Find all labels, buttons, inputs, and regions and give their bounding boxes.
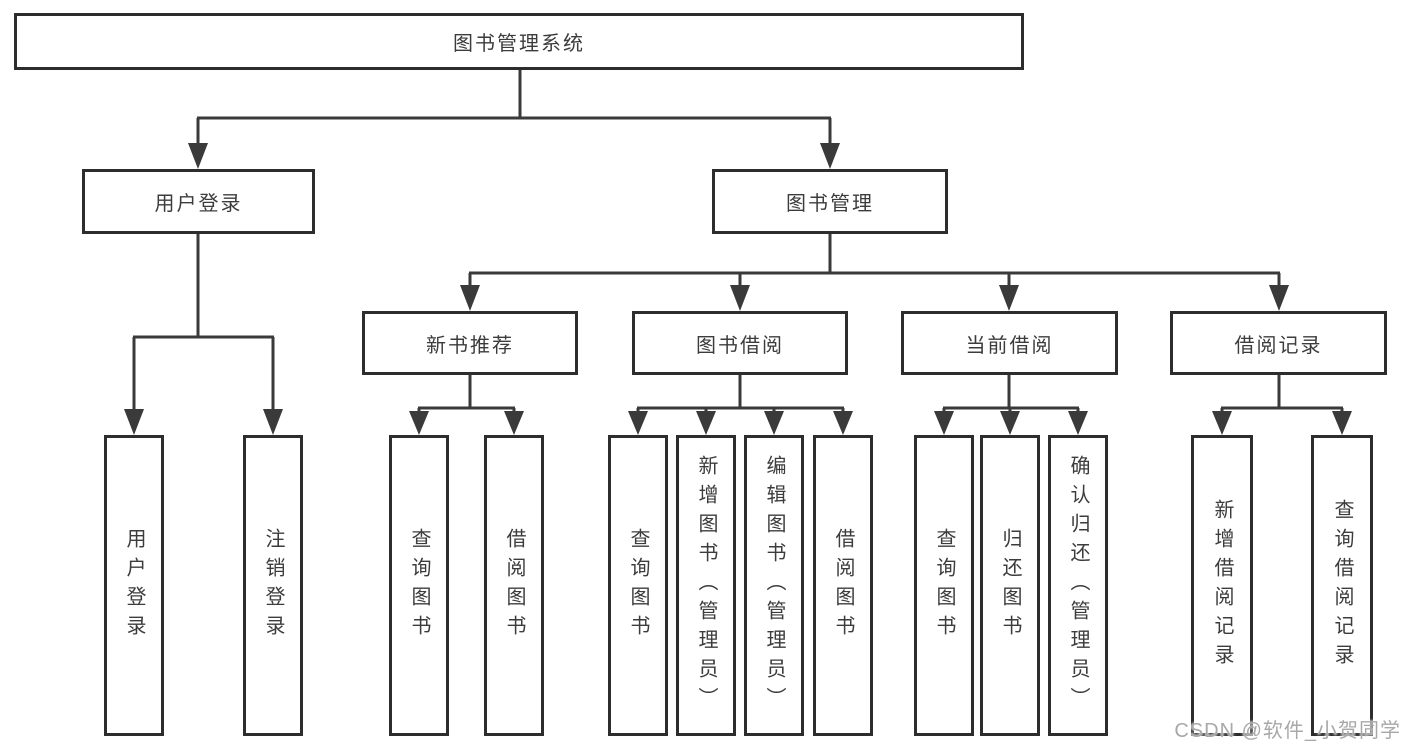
- node-root: 图书管理系统: [14, 13, 1024, 70]
- leaf-add-book-admin: 新增图书（管理员）: [676, 435, 736, 736]
- connector-user-login-children: [124, 233, 283, 435]
- csdn-watermark: CSDN @软件_小贺同学: [1174, 720, 1401, 742]
- leaf-query-book-3: 查询图书: [914, 435, 974, 736]
- leaf-logout: 注销登录: [243, 435, 303, 736]
- connector-current-borrow-children: [934, 375, 1088, 435]
- leaf-borrow-book-1: 借阅图书: [484, 435, 544, 736]
- node-book-mgmt: 图书管理: [712, 169, 948, 234]
- node-book-borrow: 图书借阅: [632, 311, 848, 375]
- node-current-borrow: 当前借阅: [901, 311, 1118, 375]
- leaf-add-borrow-record: 新增借阅记录: [1191, 435, 1253, 736]
- connector-borrow-records-children: [1212, 375, 1352, 435]
- leaf-edit-book-admin: 编辑图书（管理员）: [744, 435, 804, 736]
- connector-book-mgmt-children: [460, 233, 1289, 311]
- leaf-confirm-return-admin: 确认归还（管理员）: [1048, 435, 1108, 736]
- connector-new-book-rec-children: [409, 375, 524, 435]
- leaf-query-borrow-record: 查询借阅记录: [1311, 435, 1373, 736]
- node-new-book-rec: 新书推荐: [362, 311, 578, 375]
- leaf-user-login: 用户登录: [104, 435, 164, 736]
- connector-root-to-level2: [188, 69, 840, 169]
- node-user-login: 用户登录: [82, 169, 315, 234]
- leaf-query-book-2: 查询图书: [608, 435, 668, 736]
- connector-book-borrow-children: [628, 375, 853, 435]
- leaf-return-book: 归还图书: [980, 435, 1040, 736]
- leaf-query-book-1: 查询图书: [389, 435, 449, 736]
- node-borrow-records: 借阅记录: [1170, 311, 1387, 375]
- leaf-borrow-book-2: 借阅图书: [813, 435, 873, 736]
